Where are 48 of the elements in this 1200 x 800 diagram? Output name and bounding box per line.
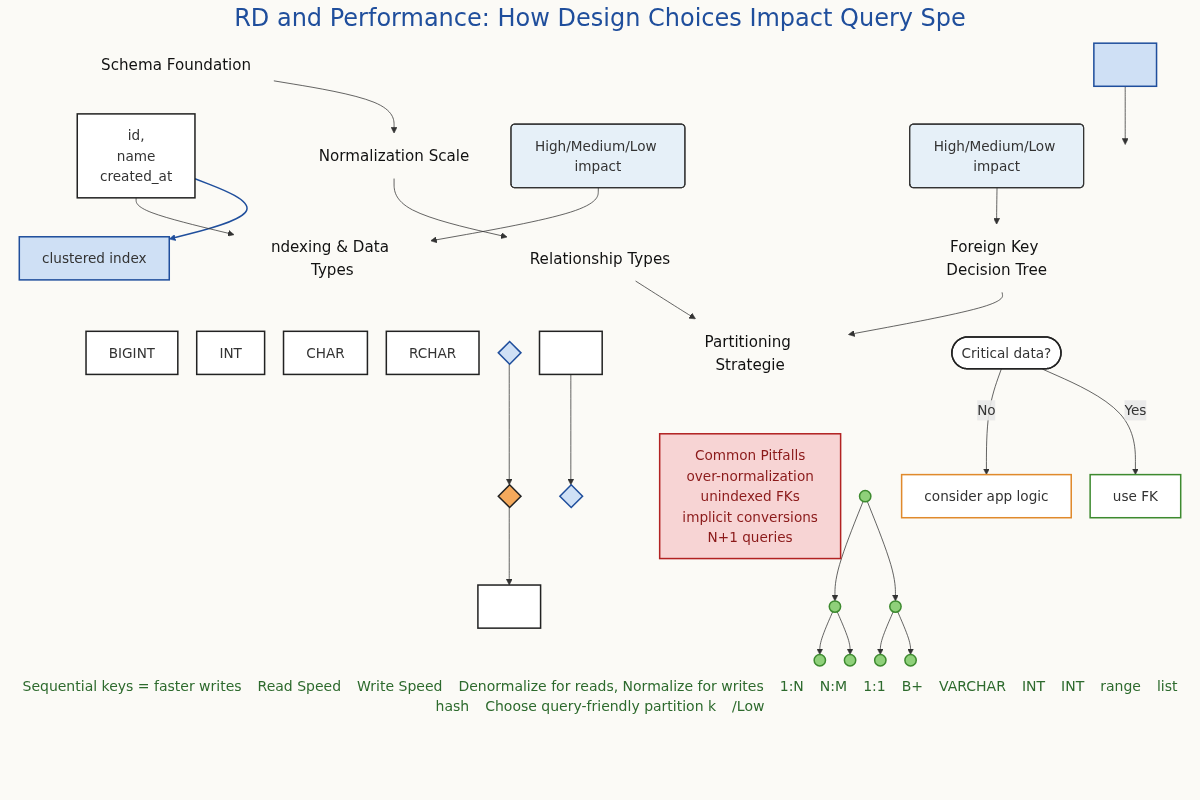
node-box: clustered index	[18, 236, 170, 281]
note-text: /Low	[732, 698, 765, 714]
note-text: INT	[1061, 678, 1085, 694]
note-text: list	[1156, 678, 1178, 694]
note-text: Write Speed	[357, 678, 443, 694]
node-box: INT	[195, 330, 266, 376]
note-text: INT	[1021, 678, 1046, 694]
note-text: 1:N	[779, 678, 804, 694]
edge-label: No	[977, 402, 996, 419]
arrow	[168, 177, 248, 241]
node-text: ndexing & Data Types	[270, 237, 389, 279]
node-box: use FK	[1089, 473, 1182, 519]
node-text: Partitioning Strategie	[704, 332, 791, 374]
node-text: Normalization Scale	[318, 146, 470, 165]
node-circle	[813, 653, 827, 667]
node-diamond	[558, 483, 584, 509]
node-box: RCHAR	[385, 330, 480, 376]
node-circle	[828, 600, 842, 613]
node-box: Common Pitfalls over-normalization unindexed FKs implicit conversions N+1 queries	[658, 433, 842, 560]
node-circle	[873, 653, 887, 667]
node-circle	[889, 600, 902, 613]
note-text: Choose query-friendly partition k	[485, 698, 717, 714]
note-text: Read Speed	[257, 678, 342, 694]
note-text: Denormalize for reads, Normalize for writes	[458, 678, 764, 694]
node-box: id, name created_at	[76, 113, 196, 199]
node-box	[477, 584, 542, 629]
note-text: N:M	[819, 678, 848, 694]
note-text: B+	[901, 678, 923, 694]
node-circle	[904, 653, 917, 667]
note-text: hash	[435, 698, 470, 714]
edge-label: Yes	[1124, 402, 1147, 419]
node-diamond	[497, 483, 523, 509]
node-box	[1093, 42, 1158, 88]
node-circle	[843, 653, 857, 667]
note-text: VARCHAR	[939, 678, 1006, 694]
node-text: Foreign Key Decision Tree	[946, 237, 1048, 279]
note-text: range	[1100, 678, 1141, 694]
node-circle	[858, 489, 872, 503]
note-text: 1:1	[863, 678, 886, 694]
node-text: Relationship Types	[529, 249, 671, 268]
note-text: Sequential keys = faster writes	[22, 678, 242, 694]
node-diamond	[497, 340, 523, 366]
title: RD and Performance: How Design Choices Impact Query Spe	[233, 4, 967, 32]
node-box: consider app logic	[900, 473, 1072, 519]
node-text: Schema Foundation	[101, 55, 252, 74]
node-box	[538, 330, 603, 376]
node-box: CHAR	[282, 330, 369, 376]
node-box: BIGINT	[85, 330, 179, 376]
